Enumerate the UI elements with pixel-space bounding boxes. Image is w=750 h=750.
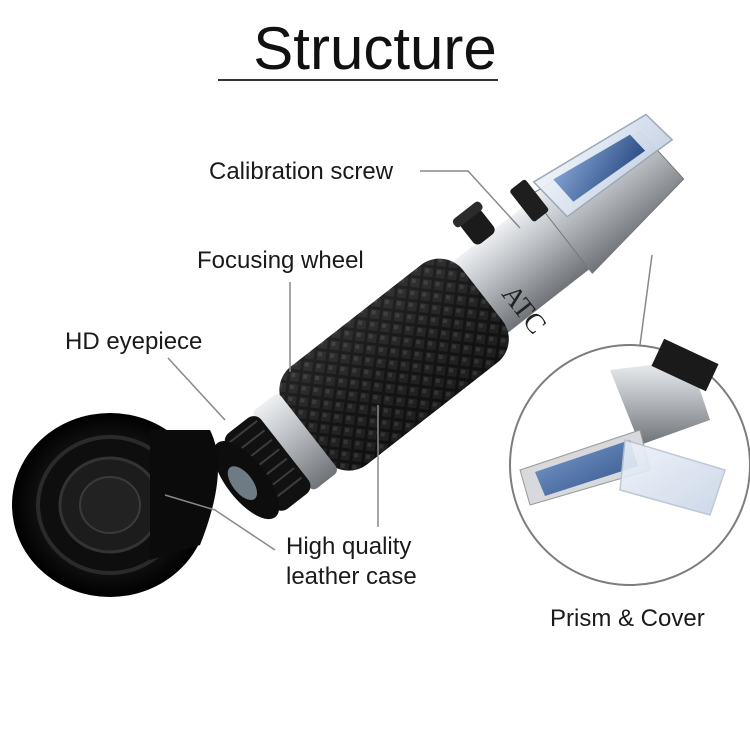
rubber-eyecup	[12, 413, 218, 597]
leader-prism	[639, 254, 653, 346]
label-leather-case-line1: High quality	[286, 533, 412, 560]
cover-clamp	[510, 179, 549, 222]
label-focusing-wheel: Focusing wheel	[197, 247, 364, 274]
prism-head	[530, 113, 685, 274]
label-calibration-screw: Calibration screw	[209, 158, 394, 185]
leader-hd-eyepiece	[167, 357, 226, 421]
label-leather-case-line2: leather case	[286, 563, 417, 590]
prism-cover-inset	[509, 338, 750, 586]
leader-leather-case-a	[164, 494, 276, 551]
metal-ring	[253, 394, 337, 490]
label-prism-cover: Prism & Cover	[550, 605, 705, 632]
title-underline	[218, 79, 498, 81]
leader-calibration-screw	[420, 170, 521, 229]
diagram-title: Structure	[253, 15, 497, 82]
calibration-screw	[452, 201, 495, 245]
refractometer-body: ATC	[213, 113, 685, 520]
label-hd-eyepiece: HD eyepiece	[65, 328, 203, 355]
